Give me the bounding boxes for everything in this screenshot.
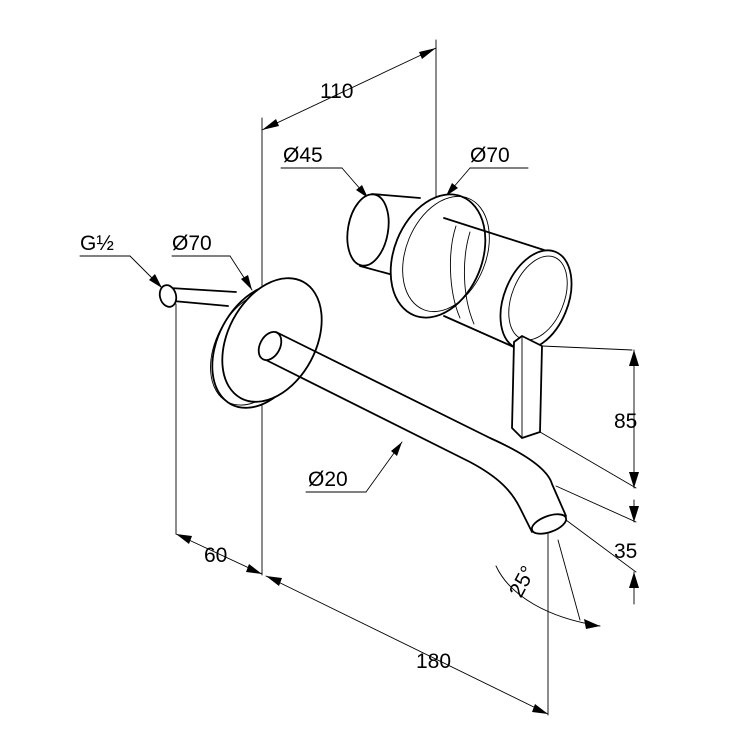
mixer-body [346, 193, 573, 351]
dim-85-label: 85 [614, 410, 637, 433]
dim-diameter-45-label: Ø45 [283, 144, 323, 167]
dimension-60: 60 [175, 533, 263, 575]
extension-lines-right [539, 431, 637, 573]
dimension-180: 180 [265, 575, 549, 715]
dimension-diameter-70-left: Ø70 [171, 232, 253, 291]
dimension-35: 35 [614, 499, 639, 605]
dimension-85: 85 [614, 349, 639, 489]
dim-180-label: 180 [416, 650, 451, 673]
dimension-diameter-45: Ø45 [280, 144, 369, 199]
dimension-110: 110 [261, 39, 437, 576]
dimension-thread: G½ [79, 232, 163, 289]
thread-pipe [158, 284, 237, 535]
dim-110-label: 110 [320, 80, 353, 103]
dim-angle-label: 25° [505, 562, 540, 601]
spout [257, 331, 568, 535]
dim-diameter-70-left-label: Ø70 [172, 232, 212, 255]
lever [511, 335, 633, 439]
dim-35-label: 35 [614, 540, 637, 563]
dimension-diameter-20: Ø20 [305, 441, 403, 493]
dim-thread-label: G½ [80, 232, 114, 255]
dimension-diameter-70-right: Ø70 [445, 144, 529, 197]
dim-diameter-20-label: Ø20 [308, 468, 348, 491]
dim-diameter-70-right-label: Ø70 [470, 144, 510, 167]
dim-60-label: 60 [204, 544, 227, 567]
dimension-angle: 25° [495, 533, 601, 716]
